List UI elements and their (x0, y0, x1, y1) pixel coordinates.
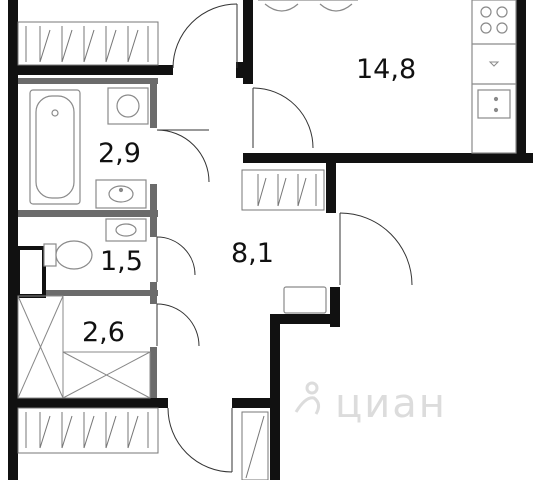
wall-kitchen-bottom (243, 153, 533, 163)
partition-storage-right-upper (150, 296, 157, 304)
wall-kitchen-left (243, 0, 253, 84)
wardrobe-bottom-right (241, 411, 269, 480)
partition-toilet-right-lower (150, 282, 157, 294)
hall-cabinet (283, 286, 327, 314)
utility-shaft (16, 246, 46, 298)
wardrobe-hall (241, 169, 325, 211)
exterior-walls (8, 0, 533, 480)
watermark-text: циан (335, 381, 447, 427)
door-hall-right (339, 212, 413, 286)
partition-storage-right (150, 347, 157, 398)
toilet-sink (105, 218, 147, 242)
storage-shelves (17, 295, 151, 399)
wall-right-lower-vertical (270, 314, 280, 480)
door-kitchen-lower (252, 87, 314, 149)
partitions (18, 78, 158, 398)
toilet-bowl (43, 240, 93, 270)
wardrobe-bottom-left (17, 407, 159, 454)
partition-toilet-right (150, 217, 157, 237)
wall-hall-lower-horizontal (270, 314, 340, 324)
bathtub (29, 89, 81, 205)
watermark-logo-icon (294, 381, 321, 415)
partition-bath-right-upper (150, 78, 157, 128)
partition-bath-right-lower (150, 184, 157, 214)
room-area-kitchen: 14,8 (356, 54, 416, 85)
wall-door-jamb-kitchen (236, 62, 244, 78)
wall-hall-mid-vertical (326, 163, 336, 213)
wall-bottom-left-segment (8, 398, 168, 408)
room-area-toilet: 1,5 (100, 246, 143, 277)
wall-stub-mid (243, 153, 255, 163)
door-toilet (156, 236, 196, 276)
wall-left (8, 0, 18, 480)
bath-sink (95, 179, 147, 209)
wall-top-left-segment (8, 65, 173, 75)
door-kitchen-top (172, 3, 238, 69)
washing-machine (107, 87, 149, 125)
kitchen-counter (471, 0, 517, 154)
partition-bath-top (18, 78, 158, 84)
partition-toilet-bottom (44, 290, 158, 296)
kitchen-sink (477, 89, 511, 119)
kitchen-tap (488, 61, 500, 67)
stove-burners (480, 6, 508, 34)
room-area-bathroom: 2,9 (98, 138, 141, 169)
door-bathroom (156, 129, 210, 183)
dining-chairs (258, 0, 358, 12)
door-entrance (167, 407, 233, 473)
wall-hall-right-lower (330, 287, 340, 327)
doors (156, 3, 413, 473)
wall-bottom-right-stub (232, 398, 270, 408)
room-area-hall: 8,1 (231, 238, 274, 269)
partition-bath-bottom (18, 210, 158, 217)
wardrobe-top-left (17, 21, 159, 66)
door-storage (156, 303, 200, 347)
wall-kitchen-right (516, 0, 526, 163)
room-area-storage: 2,6 (82, 317, 125, 348)
